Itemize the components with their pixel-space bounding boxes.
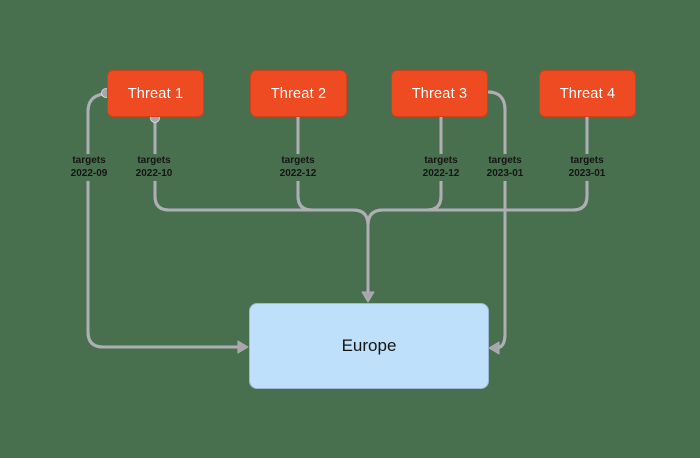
edge-threat1-bottom-to-europe[interactable] [153,117,370,292]
arrowhead-down-icon [361,291,375,303]
edge-threat3-right-to-europe[interactable] [487,90,507,350]
edge-label-threat1-left[interactable]: targets 2022-09 [57,154,121,181]
node-label: Threat 4 [559,85,616,102]
edge-date: 2023-01 [486,167,524,179]
node-label: Europe [341,336,397,355]
edge-relation: targets [488,155,522,166]
edge-date: 2022-10 [135,167,173,179]
edge-label-threat2[interactable]: targets 2022-12 [266,154,330,181]
edge-relation: targets [137,155,171,166]
node-label: Threat 2 [270,85,327,102]
node-label: Threat 3 [411,85,468,102]
edge-relation: targets [570,155,604,166]
edge-label-threat4[interactable]: targets 2023-01 [555,154,619,181]
node-threat-3[interactable]: Threat 3 [391,70,488,117]
edge-date: 2022-12 [422,167,460,179]
edge-relation: targets [424,155,458,166]
edge-date: 2023-01 [568,167,606,179]
edge-date: 2022-09 [70,167,108,179]
edge-label-threat3-bottom[interactable]: targets 2022-12 [409,154,473,181]
node-threat-1[interactable]: Threat 1 [107,70,204,117]
arrowhead-left-icon [488,341,500,355]
edge-relation: targets [72,155,106,166]
node-europe[interactable]: Europe [249,303,489,389]
edge-date: 2022-12 [279,167,317,179]
node-threat-2[interactable]: Threat 2 [250,70,347,117]
edge-relation: targets [281,155,315,166]
edge-threat1-left-to-europe[interactable] [86,92,238,349]
edge-threat4-bottom-to-europe[interactable] [366,117,589,292]
edge-label-threat3-right[interactable]: targets 2023-01 [473,154,537,181]
edge-label-threat1-bottom[interactable]: targets 2022-10 [122,154,186,181]
arrowhead-right-icon [237,340,249,354]
node-threat-4[interactable]: Threat 4 [539,70,636,117]
node-label: Threat 1 [127,85,184,102]
